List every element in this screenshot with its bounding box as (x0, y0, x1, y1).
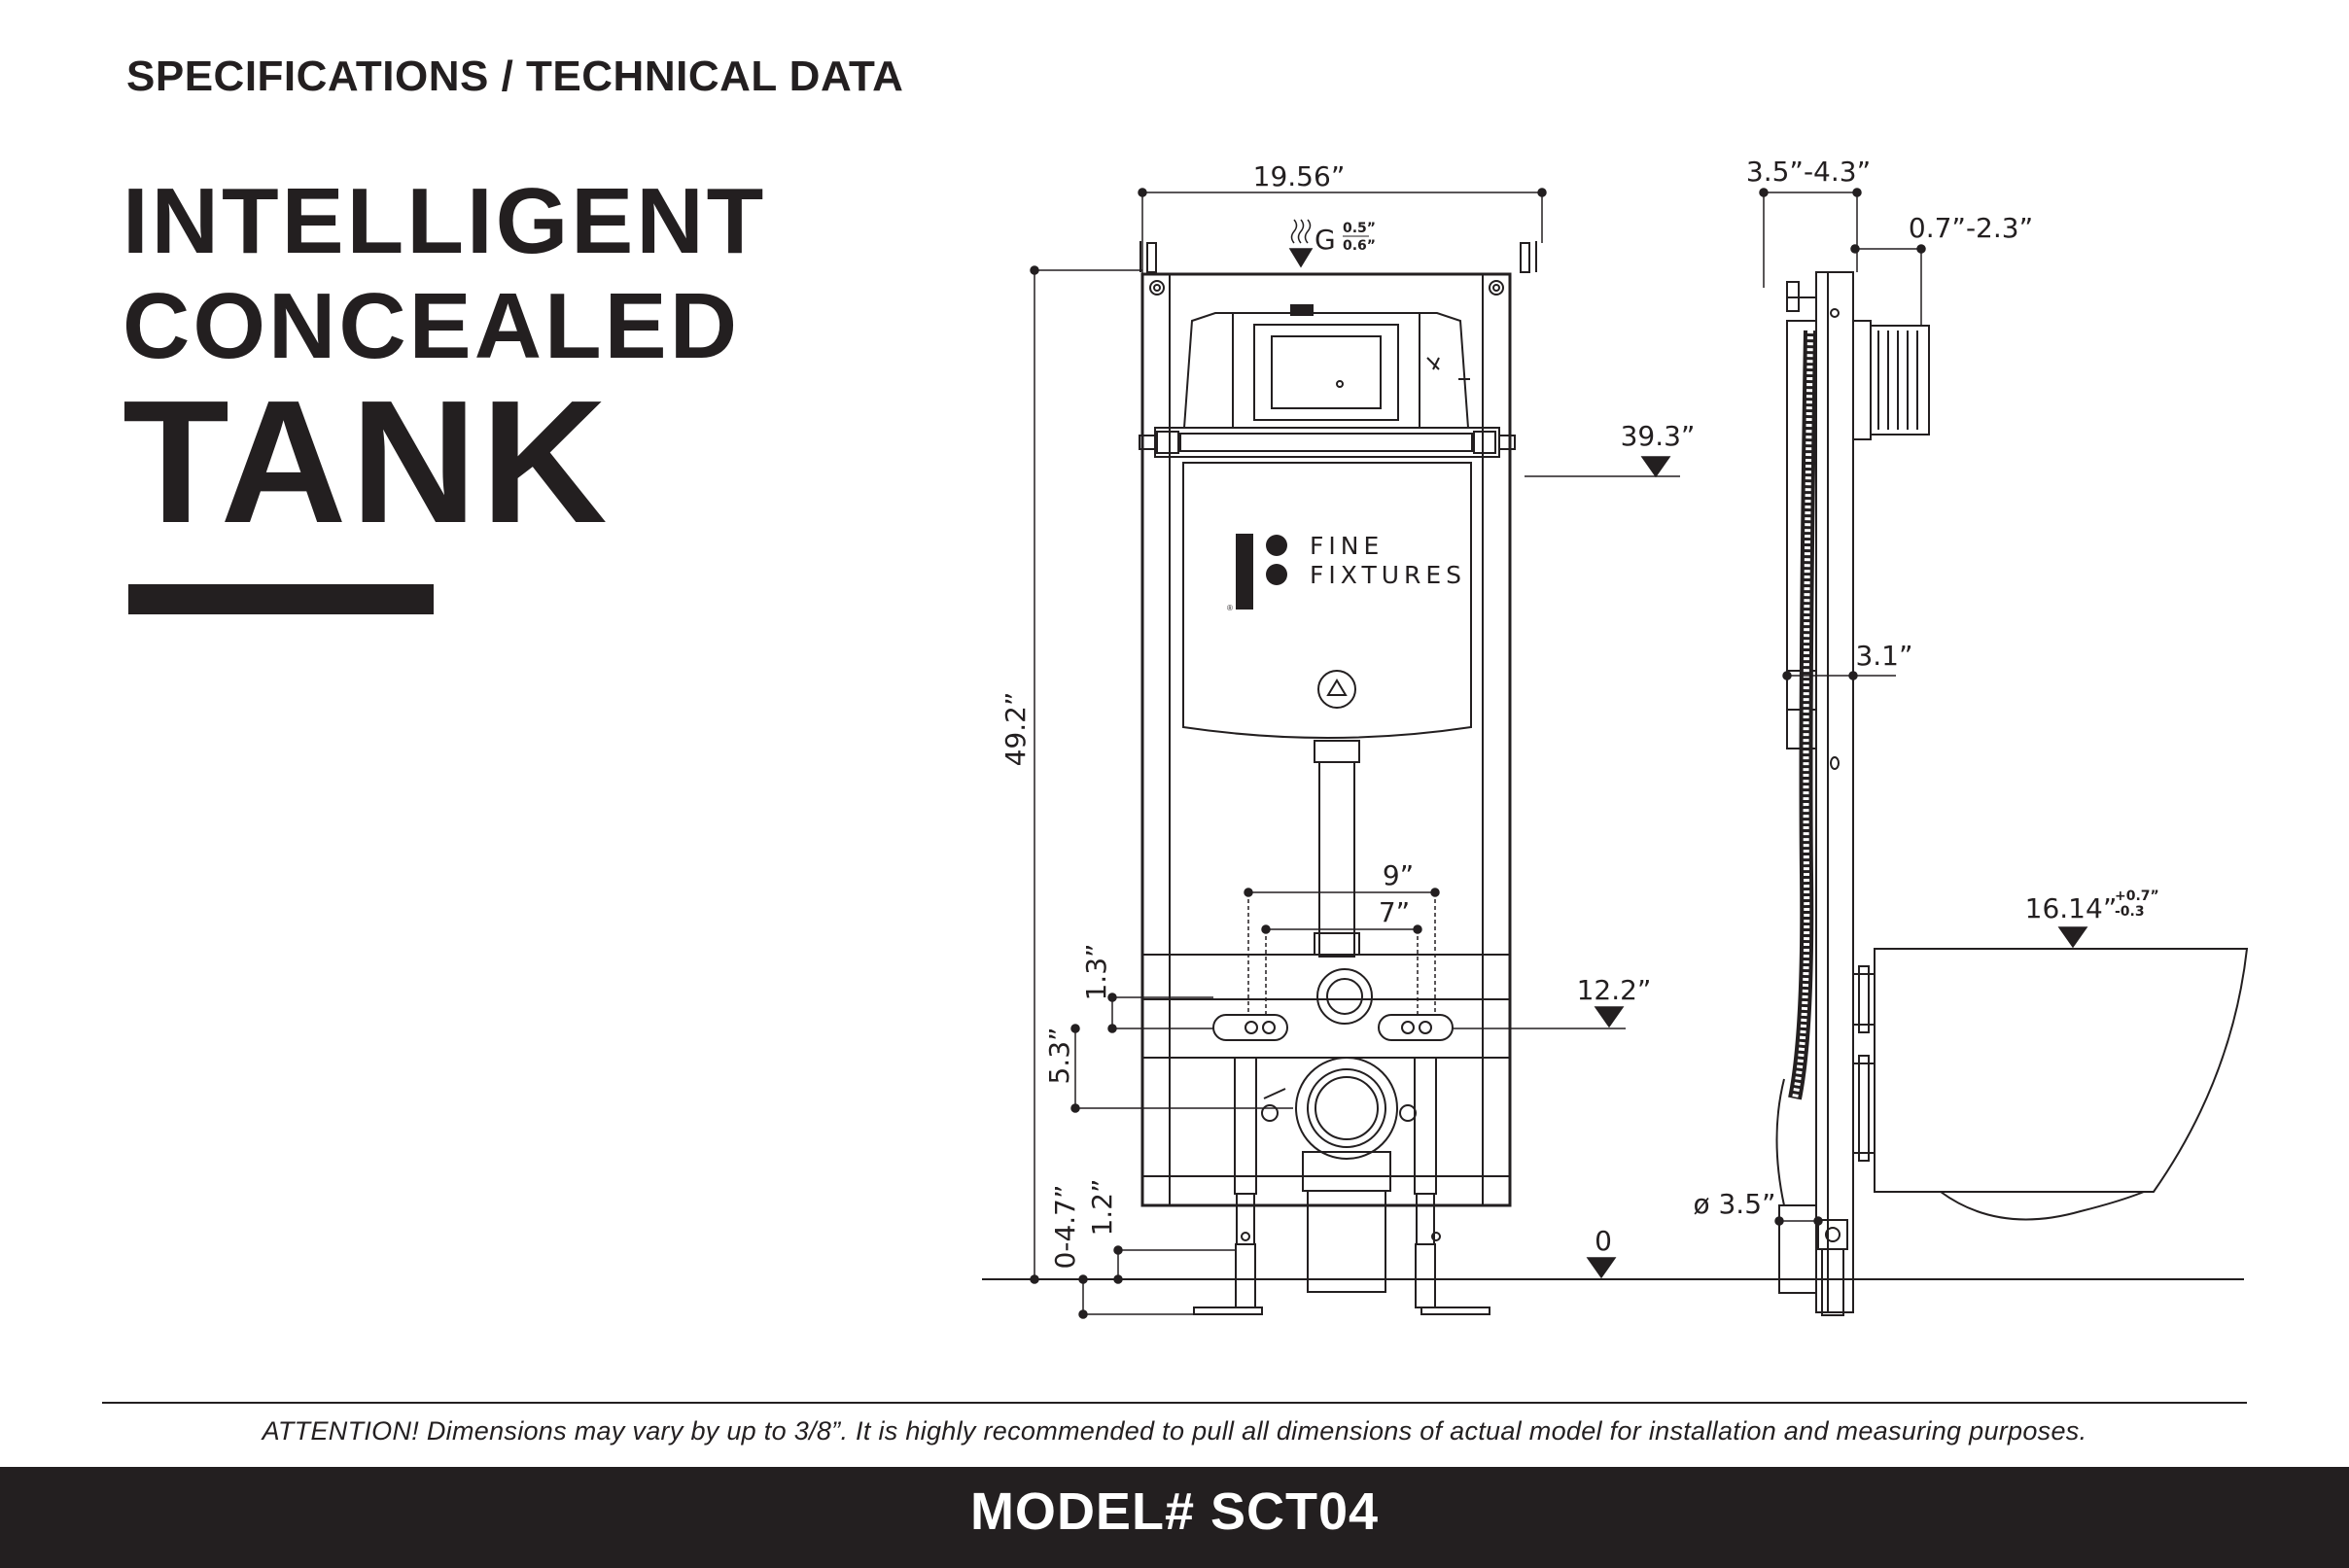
flexible-hose (1788, 330, 1817, 1100)
bowl-bolt-slots (1212, 1014, 1454, 1041)
dim-supply-a: 0.5” (1343, 221, 1376, 236)
dim-drain-offset-large: 5.3” (1043, 1027, 1075, 1084)
dim-bolt-outer: 9” (1383, 859, 1414, 891)
brand-name-line1: FINE (1310, 532, 1384, 560)
cistern-clip-bar (1139, 427, 1516, 458)
footer-bar (0, 1467, 2349, 1568)
svg-text:®: ® (1227, 604, 1233, 612)
model-number: MODEL# SCT04 (969, 1482, 1380, 1541)
dim-floor-zero: 0 (1595, 1225, 1612, 1257)
attention-divider (102, 1402, 2247, 1404)
flush-pipe (1314, 740, 1360, 958)
water-inlet (1316, 968, 1373, 1025)
title-line-tank: TANK (123, 365, 612, 560)
dim-wall-thickness: 0.7”-2.3” (1909, 212, 2033, 244)
title-line-intelligent: INTELLIGENT (123, 169, 767, 273)
drain-outlet (1261, 1057, 1417, 1293)
dim-bowl-height: 16.14” (2025, 892, 2118, 924)
dim-supply-b: 0.6” (1343, 238, 1376, 254)
fine-fixtures-logo: ® FINE FIXTURES (1227, 532, 1466, 612)
cistern-upper (1182, 304, 1470, 429)
dim-bolt-inner: 7” (1379, 896, 1410, 928)
flush-plate-side (1852, 320, 1930, 440)
cistern-tank (1182, 462, 1472, 739)
dim-bolt-height: 12.2” (1577, 974, 1652, 1006)
wall-hung-bowl (1852, 948, 2249, 1221)
dim-supply-g: G (1315, 224, 1336, 256)
dim-drain-offset-small: 1.3” (1080, 943, 1112, 1000)
dim-height: 49.2” (999, 692, 1032, 767)
dim-pipe-diameter: ø 3.5” (1693, 1188, 1775, 1220)
attention-note: ATTENTION! Dimensions may vary by up to … (262, 1416, 2087, 1446)
dim-depth: 3.5”-4.3” (1746, 156, 1871, 188)
dim-bowl-tolerance-minus: -0.3 (2115, 904, 2145, 920)
technical-drawing: ® FINE FIXTURES (982, 156, 2249, 1319)
dim-foot-height: 1.2” (1086, 1178, 1118, 1236)
frame-legs (1193, 1057, 1490, 1315)
recycle-icon (1317, 670, 1356, 709)
front-frame (1139, 241, 1537, 1207)
brand-name-line2: FIXTURES (1310, 561, 1466, 589)
dim-width: 19.56” (1253, 160, 1346, 192)
page-header: SPECIFICATIONS / TECHNICAL DATA (126, 52, 904, 100)
dim-foot-adjust: 0-4.7” (1049, 1185, 1081, 1270)
dim-bowl-tolerance-plus: +0.7” (2115, 889, 2159, 904)
title-underline-bar (128, 584, 434, 614)
dim-flush-plate-height: 39.3” (1621, 420, 1696, 452)
dim-frame-depth: 3.1” (1855, 640, 1912, 672)
title-line-concealed: CONCEALED (123, 274, 741, 378)
